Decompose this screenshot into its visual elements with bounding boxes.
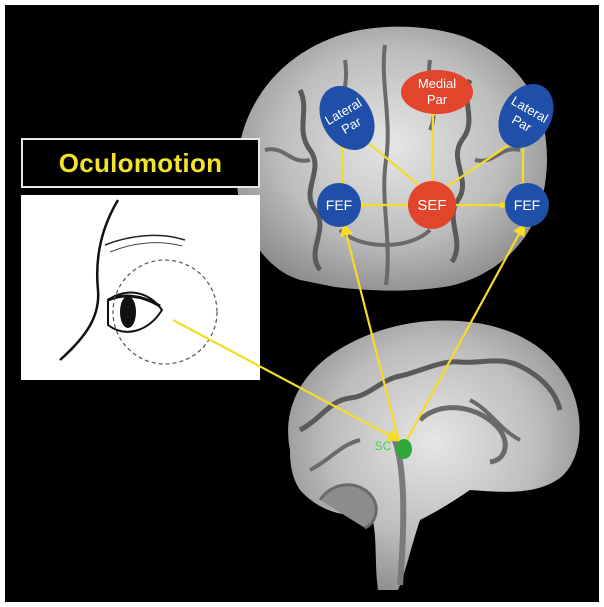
sc-label: SC bbox=[375, 439, 392, 453]
node-fef-left: FEF bbox=[317, 183, 361, 227]
node-medial-par: Medial Par bbox=[401, 70, 473, 114]
title-box: Oculomotion bbox=[21, 138, 260, 188]
node-fef-right: FEF bbox=[505, 183, 549, 227]
node-sef: SEF bbox=[408, 181, 456, 229]
diagram-title: Oculomotion bbox=[59, 148, 223, 179]
sef-label: SEF bbox=[417, 197, 446, 214]
medial-par-label-line2: Par bbox=[427, 92, 448, 107]
medial-par-label-line1: Medial bbox=[418, 76, 456, 91]
fef-right-label: FEF bbox=[514, 197, 540, 213]
eye-illustration-panel bbox=[21, 195, 260, 380]
medial-sef-link bbox=[432, 113, 433, 186]
eye-panel-background bbox=[21, 195, 260, 380]
fef-left-label: FEF bbox=[326, 197, 352, 213]
